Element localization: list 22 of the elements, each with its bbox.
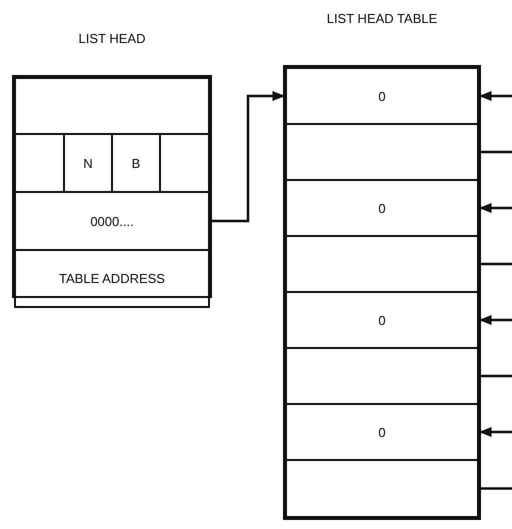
- block-heading: LIST HEAD: [78, 30, 146, 47]
- memory-field: [285, 235, 479, 293]
- connector-line: [479, 487, 512, 490]
- memory-field: 0: [285, 67, 479, 125]
- memory-field: [285, 123, 479, 181]
- arrow: [479, 91, 512, 101]
- memory-field: [285, 459, 479, 518]
- arrow: [210, 91, 285, 222]
- connector-line: [479, 150, 512, 154]
- arrow: [479, 203, 512, 213]
- arrow: [479, 315, 512, 325]
- memory-field: 0: [285, 403, 479, 461]
- memory-field: [285, 347, 479, 405]
- block-heading: LIST HEAD TABLE: [326, 10, 438, 27]
- connector-line: [479, 374, 512, 378]
- memory-field: TABLE ADDRESS: [14, 249, 210, 308]
- memory-field: 0000....: [14, 191, 210, 251]
- memory-field: 0: [285, 291, 479, 349]
- arrow: [479, 427, 512, 437]
- connector-line: [479, 262, 512, 266]
- memory-field: 0: [285, 179, 479, 237]
- memory-field: [14, 77, 210, 135]
